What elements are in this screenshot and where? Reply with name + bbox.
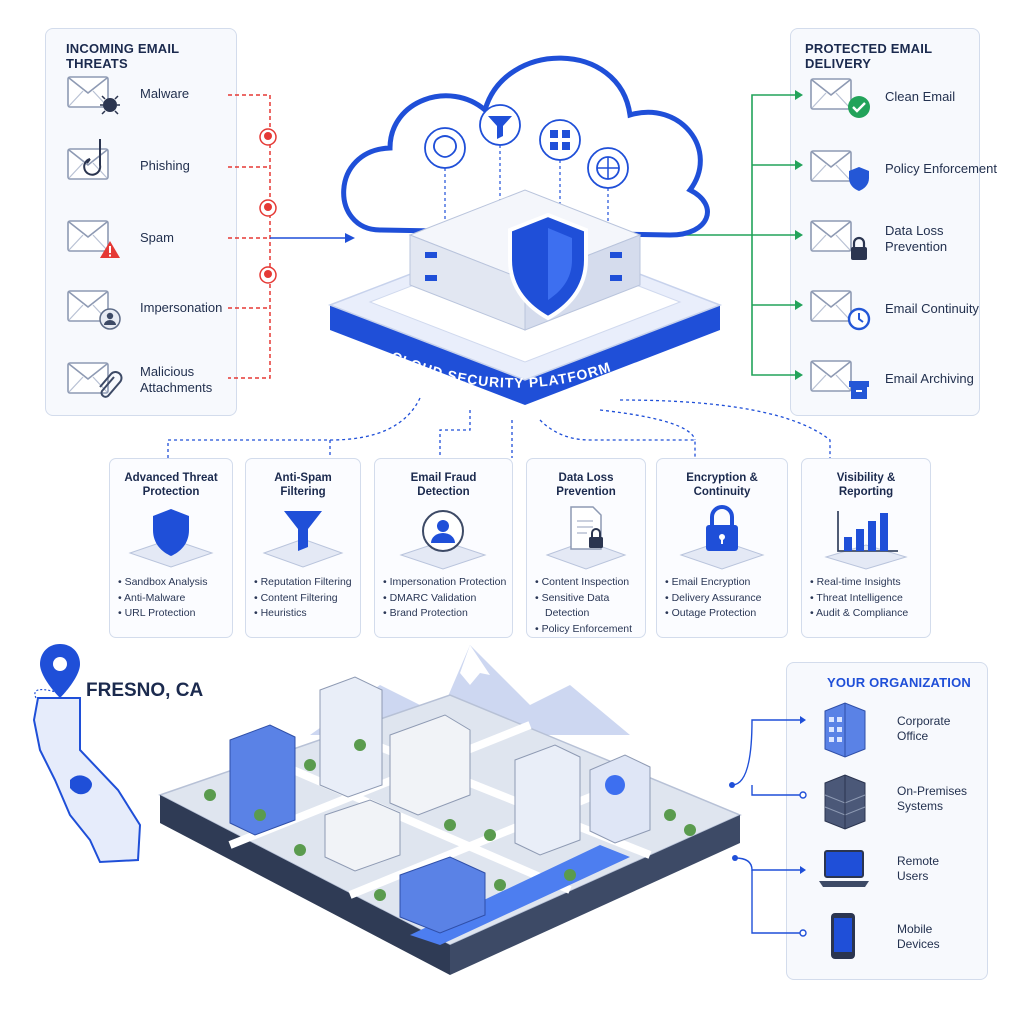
service-bullet: Heuristics [254,606,356,622]
funnel-icon [246,503,360,573]
threat-label: Spam [140,230,260,246]
org-label: Remote Users [897,854,967,884]
service-title: Anti-Spam Filtering [246,471,360,499]
service-bullet: Content Inspection [535,575,641,591]
server-icon [817,769,869,829]
service-bullet: Sensitive Data Detection [535,591,641,622]
service-bullet: Policy Enforcement [535,622,641,638]
shield-icon [807,147,871,191]
org-label: On-Premises Systems [897,784,967,814]
service-card-encryption-continuity: Encryption & Continuity Email Encryption… [656,458,788,638]
lock-icon [807,217,871,261]
delivery-item-email-continuity: Email Continuity [807,287,1005,331]
delivery-item-email-archiving: Email Archiving [807,357,1005,401]
cloud-security-platform: CLOUD SECURITY PLATFORM [320,30,740,430]
user-icon [375,503,512,573]
globe-icon [588,148,628,188]
smartphone-icon [817,911,869,963]
bar-chart-icon [802,503,930,573]
skull-icon [260,129,276,283]
document-lock-icon [527,503,645,573]
funnel-icon [480,105,520,145]
delivery-item-data-loss-prevention: Data Loss Prevention [807,217,1005,261]
service-bullet: URL Protection [118,606,228,622]
threat-label: Impersonation [140,300,260,316]
service-bullet: Audit & Compliance [810,606,926,622]
service-bullet: Impersonation Protection [383,575,508,591]
delivery-label: Email Archiving [885,371,1005,387]
laptop-icon [817,845,869,893]
fishhook-icon [64,145,120,187]
service-card-visibility-reporting: Visibility & Reporting Real-time Insight… [801,458,931,638]
service-bullet: Outage Protection [665,606,783,622]
service-bullet: Content Filtering [254,591,356,607]
service-bullet: Brand Protection [383,606,508,622]
warning-icon [64,217,120,259]
threat-label: Phishing [140,158,260,174]
service-bullet: Reputation Filtering [254,575,356,591]
delivery-panel: PROTECTED EMAIL DELIVERY Clean Email Pol… [790,28,980,416]
delivery-title: PROTECTED EMAIL DELIVERY [805,41,979,71]
service-bullet: Delivery Assurance [665,591,783,607]
apps-grid-icon [540,120,580,160]
service-bullet: Real-time Insights [810,575,926,591]
service-title: Email Fraud Detection [375,471,512,499]
threat-item-malicious-attachments: Malicious Attachments [64,359,260,401]
delivery-label: Data Loss Prevention [885,223,1005,255]
threat-item-phishing: Phishing [64,145,260,187]
delivery-label: Clean Email [885,89,1005,105]
threat-item-impersonation: Impersonation [64,287,260,329]
org-item-remote-users: Remote Users [817,845,967,893]
city-illustration [150,645,750,1015]
threats-panel: INCOMING EMAIL THREATS Malware Phishing … [45,28,237,416]
org-label: Mobile Devices [897,922,967,952]
delivery-label: Policy Enforcement [885,161,1005,177]
service-bullet: DMARC Validation [383,591,508,607]
service-bullet: Anti-Malware [118,591,228,607]
threat-label: Malware [140,86,260,102]
shield-icon [110,503,232,573]
service-title: Advanced Threat Protection [110,471,232,499]
delivery-label: Email Continuity [885,301,1005,317]
service-bullet: Email Encryption [665,575,783,591]
lock-icon [657,503,787,573]
office-building-icon [817,699,869,759]
delivery-item-clean-email: Clean Email [807,75,1005,119]
threat-item-malware: Malware [64,73,260,115]
threat-item-spam: Spam [64,217,260,259]
threats-title: INCOMING EMAIL THREATS [66,41,236,71]
service-bullet: Sandbox Analysis [118,575,228,591]
service-title: Visibility & Reporting [802,471,930,499]
paperclip-icon [64,359,120,401]
service-card-advanced-threat-protection: Advanced Threat Protection Sandbox Analy… [109,458,233,638]
archive-icon [807,357,871,401]
user-icon [64,287,120,329]
service-bullet: Threat Intelligence [810,591,926,607]
delivery-item-policy-enforcement: Policy Enforcement [807,147,1005,191]
threat-label: Malicious Attachments [140,364,260,396]
organization-title: YOUR ORGANIZATION [827,675,971,690]
organization-panel: YOUR ORGANIZATION Corporate Office On-Pr… [786,662,988,980]
bug-icon [64,73,120,115]
service-card-data-loss-prevention: Data Loss Prevention Content Inspection … [526,458,646,638]
clock-icon [807,287,871,331]
org-item-corporate-office: Corporate Office [817,699,967,759]
service-card-email-fraud-detection: Email Fraud Detection Impersonation Prot… [374,458,513,638]
check-icon [807,75,871,119]
org-item-mobile-devices: Mobile Devices [817,911,967,963]
org-item-on-premises-systems: On-Premises Systems [817,769,967,829]
org-label: Corporate Office [897,714,967,744]
service-title: Encryption & Continuity [657,471,787,499]
service-card-anti-spam-filtering: Anti-Spam Filtering Reputation Filtering… [245,458,361,638]
service-title: Data Loss Prevention [527,471,645,499]
brain-icon [425,128,465,168]
